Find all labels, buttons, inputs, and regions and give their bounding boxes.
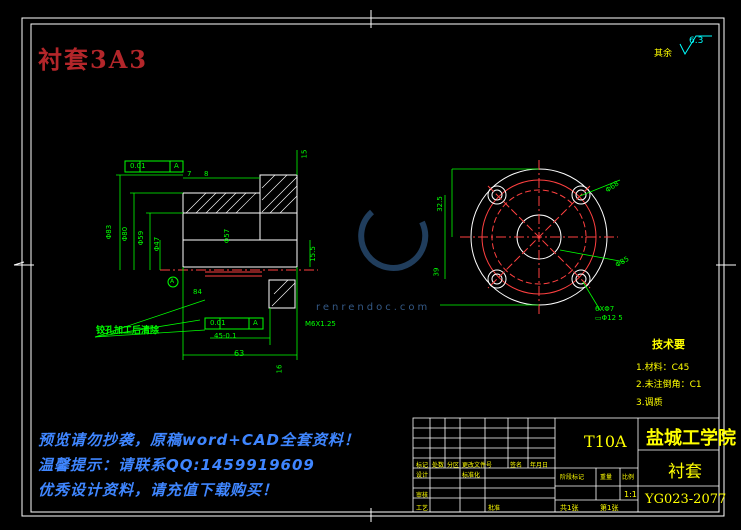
datum-circle-label: A [170, 278, 175, 285]
title-block-material: T10A [584, 432, 627, 451]
dim-len7: 7 [187, 170, 192, 178]
tolerance-frame-bottom [204, 317, 264, 330]
tb-label-standard: 标准化 [462, 472, 481, 479]
end-view [460, 160, 618, 314]
sheet-border-outer [21, 17, 725, 517]
title-block-sheet-no: 第1张 [600, 504, 619, 512]
dim-holes: 6XΦ7 [595, 305, 615, 313]
tb-label-ratio: 比例 [622, 474, 635, 481]
dim-r325: 32.5 [435, 196, 444, 212]
watermark-site: renrendoc.com [316, 302, 431, 313]
surface-finish-symbol [679, 35, 712, 56]
title-block-sheet-total: 共1张 [560, 504, 579, 512]
tb-label-sign: 签名 [510, 462, 523, 469]
watermark-logo [358, 209, 429, 271]
tb-label-approve: 批准 [488, 505, 501, 512]
tb-label-review: 审核 [416, 492, 429, 499]
dim-r39: 39 [432, 267, 441, 277]
end-view-dims [440, 168, 626, 311]
tolerance-frame-top [124, 160, 184, 173]
section-view [160, 174, 318, 309]
tolerance-value-bottom: 0.01 [210, 319, 226, 327]
tb-label-mark: 标记 [416, 462, 429, 469]
surface-finish-value: 6.3 [689, 36, 704, 46]
datum-label-bottom: A [253, 319, 258, 327]
tech-item-3: 3.调质 [636, 398, 663, 408]
surface-finish-label: 其余 [654, 49, 673, 59]
hole-note: 铰孔加工后清除 [96, 326, 160, 336]
dim-len15b: 15.5 [308, 246, 317, 262]
tb-label-zone: 分区 [447, 462, 460, 469]
dim-len63: 63 [234, 349, 245, 358]
dim-len8: 8 [204, 170, 209, 178]
watermark-line-2: 温馨提示：请联系QQ:1459919609 [38, 456, 315, 474]
tech-requirements-title: 技术要 [652, 338, 685, 351]
dim-len45: 45-0.1 [214, 332, 237, 340]
dim-holes-depth: ▭Φ12 5 [595, 314, 623, 322]
tech-item-1: 1.材料：C45 [636, 363, 690, 373]
title-block-drawing-code: YG023-2077 [645, 492, 727, 507]
dim-len84: 84 [193, 288, 202, 296]
tb-label-stage-mark: 阶段标记 [560, 474, 585, 481]
title-block [412, 417, 720, 513]
tech-item-2: 2.未注倒角：C1 [636, 380, 702, 390]
section-hatch [185, 174, 298, 307]
title-block-part-name: 衬套 [668, 462, 702, 482]
dimension-lines [94, 150, 311, 360]
tb-label-change-doc: 更改文件号 [462, 462, 493, 469]
datum-a-circle [167, 276, 179, 288]
drawing-title: 衬套3A3 [38, 45, 149, 74]
watermark-line-3: 优秀设计资料，请充值下载购买！ [38, 481, 279, 499]
dim-thread: M6X1.25 [305, 320, 336, 328]
dim-phi80: Φ80 [121, 226, 130, 242]
dim-phi47: Φ47 [153, 236, 162, 252]
datum-label-top: A [174, 162, 179, 170]
sheet-border-inner [30, 23, 720, 513]
dim-phi83: Φ83 [105, 224, 114, 240]
title-block-scale: 1:1 [624, 490, 637, 499]
tb-label-count: 处数 [432, 462, 445, 469]
dim-len15: 15 [300, 149, 309, 159]
tb-label-process: 工艺 [416, 505, 429, 512]
tb-label-date: 年月日 [530, 462, 549, 469]
dim-phi59: Φ59 [137, 230, 146, 246]
watermark-line-1: 预览请勿抄袭，原稿word+CAD全套资料！ [38, 431, 360, 449]
dim-len16: 16 [275, 364, 284, 374]
dim-phi57: Φ57 [223, 228, 232, 244]
tb-label-design: 设计 [416, 472, 429, 479]
tolerance-value-top: 0.01 [130, 162, 146, 170]
title-block-school: 盐城工学院 [646, 428, 736, 449]
tb-label-weight: 重量 [600, 474, 613, 481]
